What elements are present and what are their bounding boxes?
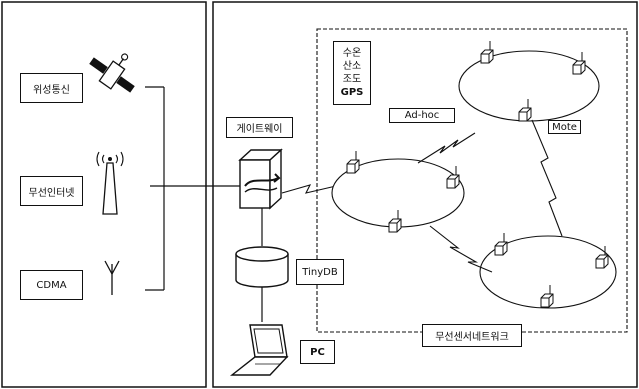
adhoc-label: Ad-hoc [389, 108, 455, 123]
sensor-mote-icon [447, 166, 459, 188]
comm-box-cdma: CDMA [20, 270, 83, 300]
link-top-bottom [532, 120, 562, 236]
comm-box-wireless-internet: 무선인터넷 [20, 176, 83, 206]
database-cylinder-icon [236, 247, 288, 287]
pc-label: PC [300, 340, 335, 364]
sensor-type-list: 수온 산소 조도 GPS [333, 41, 371, 105]
satellite-icon [85, 40, 147, 99]
network-caption: 무선센서네트워크 [422, 324, 522, 347]
sensor-type-item: GPS [341, 86, 364, 99]
mote-label: Mote [548, 120, 581, 134]
sensor-type-item: 산소 [343, 60, 361, 73]
sensor-mote-icon [347, 151, 359, 173]
link-left-top [418, 133, 475, 163]
gateway-label: 게이트웨이 [226, 117, 293, 138]
sensor-mote-icon [495, 233, 507, 255]
laptop-icon [232, 325, 287, 375]
comm-box-satellite: 위성통신 [20, 73, 83, 103]
sensor-type-item: 수온 [343, 47, 361, 60]
sensor-mote-icon [481, 41, 493, 63]
wireless-link-bolt-icon [282, 185, 336, 193]
antenna-icon [105, 261, 119, 295]
database-label: TinyDB [296, 259, 344, 285]
sensor-type-item: 조도 [343, 73, 361, 86]
wireless-tower-icon [97, 152, 123, 214]
gateway-server-icon [240, 150, 281, 208]
sensor-mote-icon [573, 52, 585, 74]
